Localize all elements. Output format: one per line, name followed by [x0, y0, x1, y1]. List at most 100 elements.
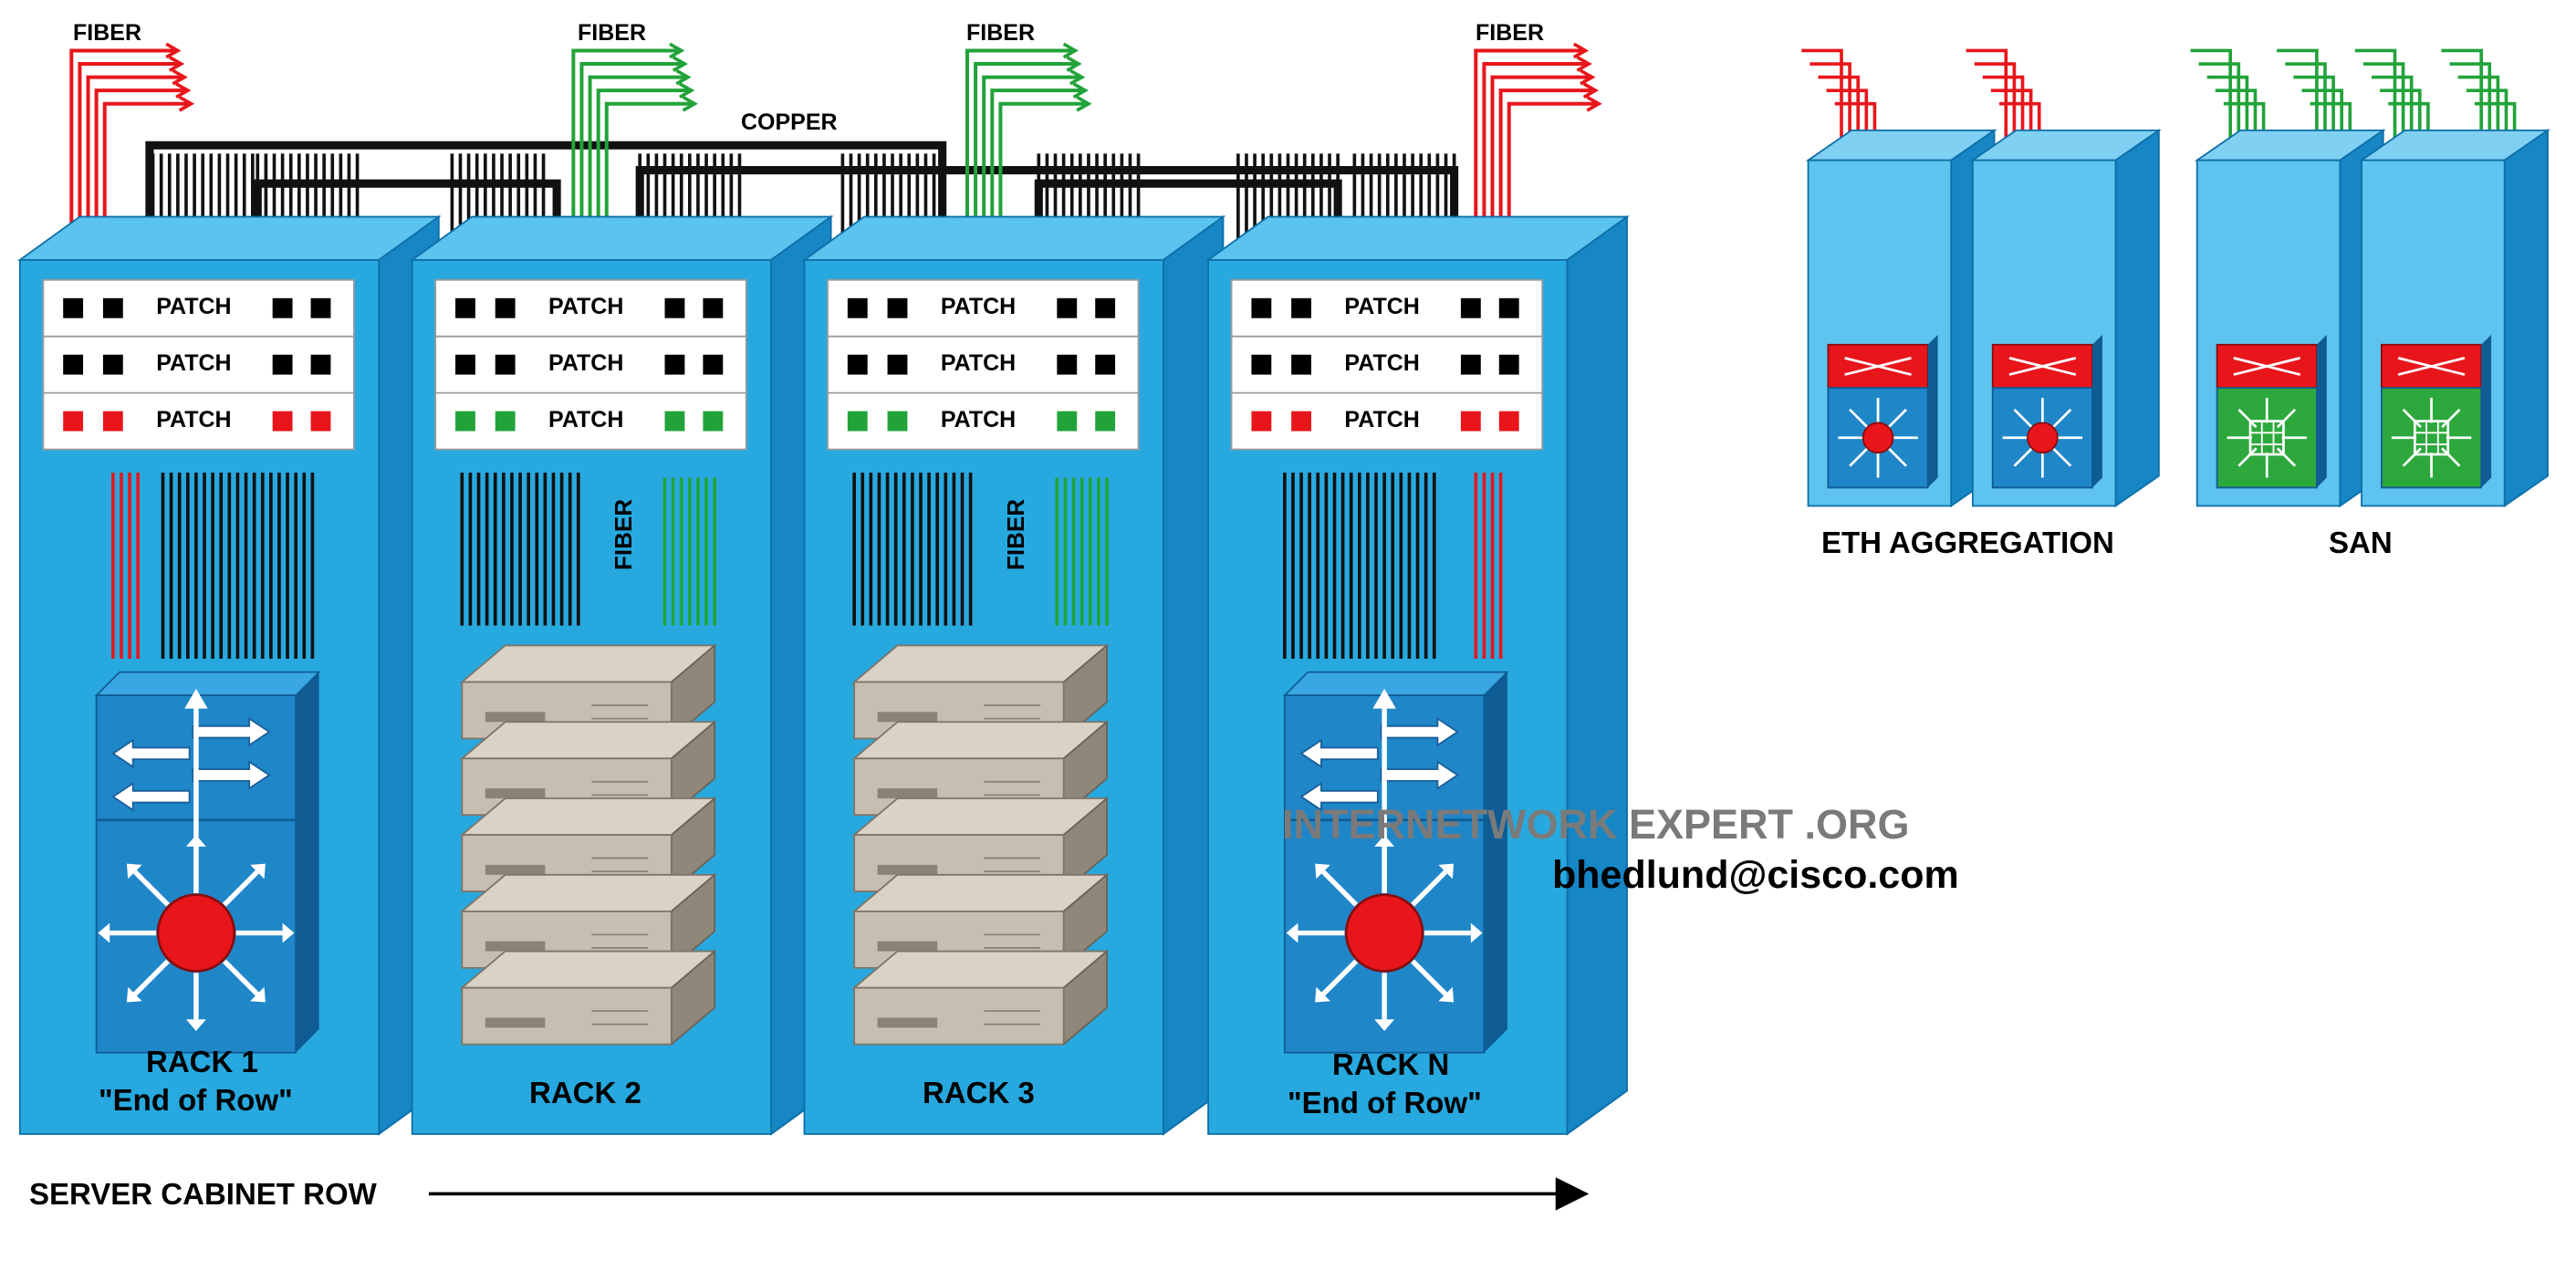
uplink-arrowhead: [1372, 688, 1396, 709]
radial-arrow: [2013, 447, 2033, 467]
radial-arrowhead: [1438, 863, 1455, 880]
patch-port: [1460, 354, 1481, 375]
core-cabinet: [1801, 48, 1997, 508]
fiber-cable: [2362, 62, 2405, 141]
fiber-cable: [2441, 48, 2484, 141]
patch-panel: [434, 278, 747, 451]
fiber-cable-end: [1062, 42, 1079, 59]
patch-port: [63, 354, 84, 375]
patch-port: [887, 297, 908, 318]
patch-port: [1498, 411, 1519, 432]
fiber-cable-end: [672, 56, 689, 72]
fiber-cable: [2371, 75, 2414, 141]
patch-port: [63, 411, 84, 432]
patch-port: [1095, 354, 1116, 375]
patch-label: PATCH: [1344, 350, 1420, 377]
fiber-cable: [2457, 75, 2500, 141]
patch-port: [847, 354, 868, 375]
patch-port: [664, 354, 685, 375]
rack-1-name: RACK 1: [146, 1045, 258, 1078]
radial-arrowhead: [1315, 986, 1330, 1003]
patch-port: [1498, 354, 1519, 375]
rack-top: [1205, 215, 1630, 261]
radial-arrow: [2051, 408, 2072, 429]
radial-arrow: [2402, 447, 2422, 467]
patch-port: [310, 411, 331, 432]
fiber-cable: [1818, 75, 1861, 141]
router-icon: [98, 688, 295, 1032]
fiber-bundle: [965, 42, 1092, 247]
fiber-cable-end: [168, 56, 185, 72]
cabinet-side: [2503, 129, 2549, 508]
fiber-vertical-label-rack3: FIBER: [1002, 499, 1029, 570]
radial-arrow: [2276, 447, 2297, 467]
server-drive-slot: [485, 864, 546, 875]
radial-arrowhead: [250, 863, 266, 880]
radial-arrowhead: [1470, 922, 1483, 943]
fiber-cable: [2474, 101, 2517, 141]
rack-top: [801, 215, 1226, 261]
eth-aggregation-label: ETH AGGREGATION: [1821, 526, 2114, 559]
fiber-cable: [2277, 48, 2319, 141]
fiber-cable-end: [1076, 95, 1092, 112]
patch-port: [664, 411, 685, 432]
switch-top: [1282, 671, 1510, 697]
patch-port: [495, 354, 516, 375]
module-side: [2092, 334, 2102, 488]
fiber-vertical-label-rack2: FIBER: [610, 499, 637, 570]
san-label: SAN: [2329, 526, 2393, 559]
switch-top: [94, 671, 321, 697]
uplink-cables: [1966, 48, 2041, 141]
uplink-arrowhead: [184, 688, 208, 709]
server-drive-slot: [877, 864, 938, 875]
radial-arrow: [1849, 447, 1869, 467]
radial-arrow: [1887, 447, 1907, 467]
radial-arrow: [2237, 408, 2258, 429]
patch-panel-frame: [434, 278, 747, 451]
radial-arrow: [1887, 408, 1907, 429]
patch-label: PATCH: [1344, 294, 1420, 320]
fiber-bundle: [69, 42, 195, 247]
module-side: [2316, 334, 2327, 488]
radial-arrowhead: [282, 922, 295, 943]
fiber-cable: [1482, 62, 1586, 247]
fabric-grid-icon: [2413, 420, 2450, 456]
copper-label: COPPER: [741, 109, 838, 135]
patch-port: [1291, 354, 1311, 375]
patch-port: [1460, 297, 1481, 318]
rack-3-name: RACK 3: [923, 1076, 1035, 1109]
patch-port: [102, 297, 123, 318]
fiber-cable: [102, 101, 188, 247]
module-side: [1927, 334, 1938, 488]
fiber-cable-end: [675, 68, 692, 86]
fiber-cable: [1474, 48, 1582, 247]
router-core: [2027, 422, 2059, 454]
patch-port: [1460, 411, 1481, 432]
patch-label: PATCH: [156, 407, 232, 433]
fiber-cable: [1490, 75, 1590, 247]
radial-arrow: [1849, 408, 1869, 429]
fiber-cable-end: [1576, 56, 1592, 72]
fiber-cable: [1982, 75, 2025, 141]
router-core: [156, 893, 236, 973]
uplink-cables: [1801, 48, 1877, 141]
module-side: [2481, 334, 2492, 488]
patch-port: [1291, 411, 1311, 432]
fiber-cable: [2285, 62, 2327, 141]
fiber-cable: [94, 89, 185, 247]
patch-label: PATCH: [156, 350, 232, 377]
patch-port: [455, 411, 475, 432]
vertical-cables: [852, 473, 1109, 626]
fiber-cable-end: [175, 82, 192, 99]
patch-label: PATCH: [548, 407, 624, 433]
router-core: [1862, 422, 1894, 454]
watermark-text: INTERNETWORK EXPERT .ORG: [1282, 801, 1910, 848]
vertical-cables: [460, 473, 716, 626]
patch-label: PATCH: [940, 407, 1017, 433]
author-email: bhedlund@cisco.com: [1552, 853, 1959, 897]
patch-label: PATCH: [548, 350, 624, 377]
patch-port: [272, 297, 293, 318]
patch-port: [102, 354, 123, 375]
rack-1-subtitle: "End of Row": [99, 1083, 293, 1117]
patch-port: [1095, 297, 1116, 318]
